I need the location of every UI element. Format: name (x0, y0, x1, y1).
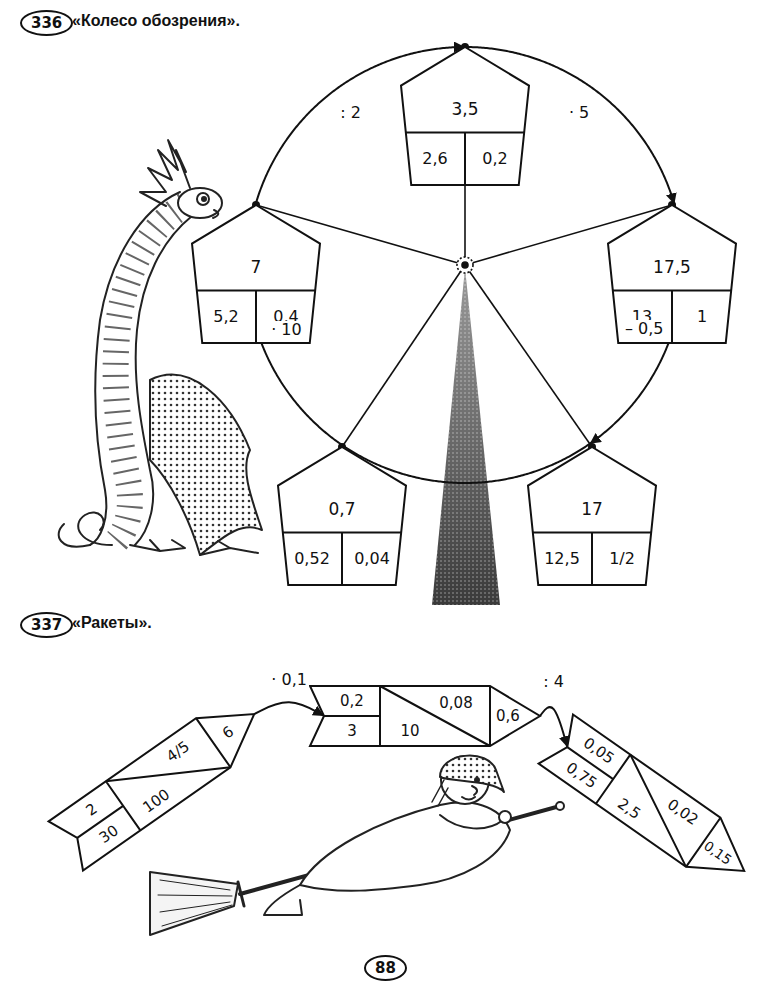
wheel-spoke (342, 265, 465, 447)
rocket-arrow (254, 702, 324, 716)
rocket-dividers (60, 718, 230, 862)
wheel-hub (462, 262, 468, 268)
rocket-outline (49, 689, 272, 870)
cabin-cell-number: 5,2 (213, 308, 238, 326)
wheel-frame (256, 47, 672, 605)
cabin-top-number: 0,7 (328, 500, 355, 519)
number-badge: 88 (364, 955, 407, 981)
witch-illustration (150, 756, 564, 935)
rocket-shape: 0,2 3 0,08 10 0,6 (310, 686, 540, 746)
number-badge: 336 (20, 10, 73, 36)
wheel-stand (432, 268, 500, 605)
cabin-dividers (613, 291, 731, 343)
cabin-top-number: 17 (581, 500, 603, 519)
cabin-pentagon (528, 447, 656, 585)
cabin-pentagon (608, 205, 736, 343)
cabin-pentagon (401, 47, 529, 185)
cabin-cell-number: 0,04 (354, 550, 390, 568)
rocket-body (539, 714, 762, 895)
cabin-pentagon (278, 447, 406, 585)
witch-boot (264, 885, 302, 915)
rocket-body (49, 689, 272, 870)
cabin-cell-number: 1/2 (609, 550, 635, 568)
exercise-number: 88 (375, 959, 396, 977)
section-heading: «Колесо обозрения». (72, 12, 240, 30)
dragon-illustration (59, 140, 262, 555)
rocket-dividers (550, 722, 720, 866)
exercise-number: 336 (31, 14, 62, 32)
cabin-top-number: 7 (251, 258, 262, 277)
wheel-stand-texture (432, 268, 500, 605)
cabin-top-number: 17,5 (653, 258, 691, 277)
operation-label: · 5 (567, 104, 591, 122)
operation-label: : 2 (338, 104, 363, 122)
cabin-cell-number: 12,5 (544, 550, 580, 568)
operation-label: · 10 (269, 321, 304, 339)
rocket-cell-number: 3 (347, 723, 357, 740)
witch-hand (499, 811, 511, 823)
ferris-cabin: 17 12,5 1/2 (528, 447, 656, 585)
exercise-number: 337 (31, 616, 62, 634)
dragon-tail (59, 524, 90, 547)
ferris-cabin: 0,7 0,52 0,04 (278, 447, 406, 585)
dragon-body (90, 192, 180, 545)
cabin-cell-number: 1 (697, 308, 707, 326)
dragon-wing (150, 375, 262, 555)
broom-knob (556, 802, 564, 810)
operation-label: · 0,1 (269, 671, 309, 689)
dragon-claws (130, 540, 258, 555)
witch-cloak (300, 802, 510, 890)
rocket-cell-number: 0,08 (439, 695, 472, 712)
cabin-top-number: 3,5 (451, 100, 478, 119)
rocket-shape: 0,050,750,022,50,15 (539, 714, 762, 895)
rocket-body (310, 686, 540, 746)
rocket-cell-number: 10 (400, 723, 419, 740)
section-heading: «Ракеты». (72, 614, 152, 632)
rocket-cell-number: 0,6 (496, 708, 520, 725)
witch-mouth (462, 797, 475, 800)
dragon-mouth (213, 210, 218, 218)
dragon-pupil (202, 197, 206, 201)
cabin-cell-number: 0,52 (294, 550, 330, 568)
operation-label: : 4 (541, 673, 566, 691)
dragon-eye (197, 193, 209, 205)
dragon-tail (78, 513, 112, 545)
cabin-pentagon (192, 205, 320, 343)
cabin-dividers (197, 291, 315, 343)
rocket-dividers (324, 686, 490, 746)
operation-label: – 0,5 (623, 320, 666, 338)
broom-bristles (158, 880, 232, 926)
rocket-outline (539, 714, 762, 895)
cabin-cell-number: 0,2 (482, 150, 507, 168)
witch-arm (440, 815, 503, 828)
cabin-dividers (533, 533, 651, 585)
witch-nose (472, 786, 477, 795)
cabin-cell-number: 2,6 (422, 150, 447, 168)
rocket-arrow (540, 707, 567, 747)
cabin-dividers (406, 133, 524, 185)
witch-hair (432, 780, 448, 806)
number-badge: 337 (20, 612, 73, 638)
witch-eye (475, 778, 479, 782)
cabin-dividers (283, 533, 401, 585)
broom-bristles (150, 872, 238, 935)
ferris-cabin: 3,5 2,6 0,2 (401, 47, 529, 185)
dragon-head (178, 188, 222, 218)
wheel-hub (457, 257, 473, 273)
wheel-spoke (465, 265, 592, 447)
rocket-cell-number: 0,2 (340, 693, 364, 710)
rocket-shape: 2304/51006 (49, 689, 272, 870)
